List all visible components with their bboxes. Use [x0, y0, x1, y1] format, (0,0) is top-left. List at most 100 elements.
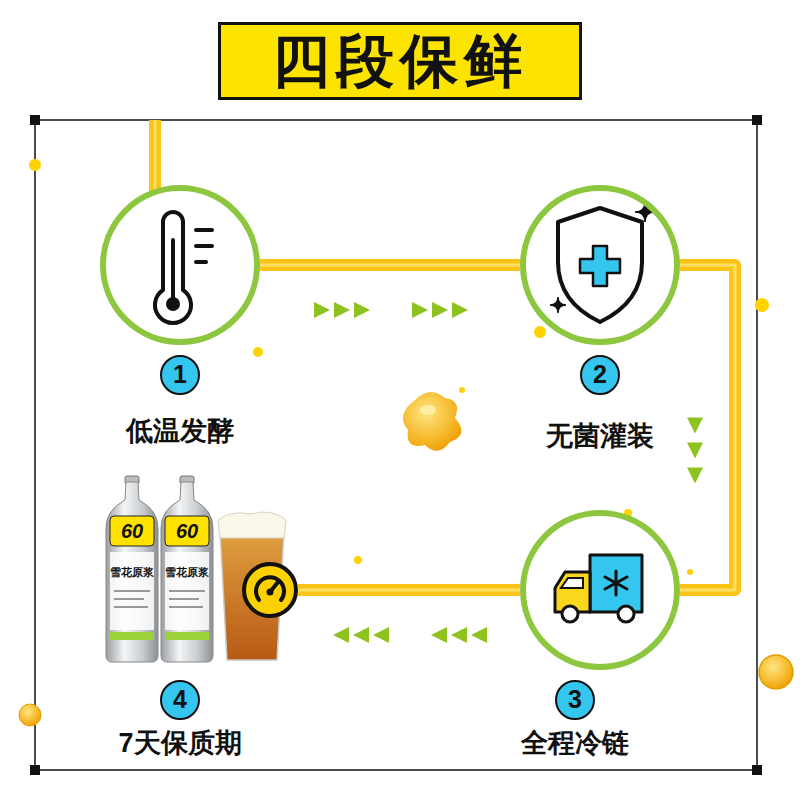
bottle-tag	[165, 516, 209, 546]
direction-chevron	[687, 468, 703, 484]
direction-chevron	[334, 302, 350, 318]
pipe	[680, 265, 735, 590]
step-node: 1 低温发酵	[100, 185, 260, 447]
dot	[253, 347, 263, 357]
direction-chevron	[314, 302, 330, 318]
pipe-highlight	[260, 264, 520, 267]
medical-cross	[580, 246, 620, 286]
frame	[30, 115, 762, 775]
step-ring	[520, 510, 680, 670]
corner-square	[752, 765, 762, 775]
bottle-panel	[165, 552, 209, 630]
direction-chevron	[431, 627, 447, 643]
shield	[558, 208, 642, 322]
step-number: 4	[160, 680, 200, 720]
bottle-print	[169, 590, 205, 592]
pipe-highlight	[680, 265, 735, 590]
step-number: 1	[160, 355, 200, 395]
truck-window	[561, 578, 583, 588]
step-ring	[100, 185, 260, 345]
bottle-body	[161, 482, 213, 662]
step-number: 2	[580, 355, 620, 395]
snowflake	[605, 577, 627, 589]
title-text: 四段保鲜	[272, 28, 528, 93]
bottle-tag	[110, 516, 154, 546]
bottle-print	[114, 590, 150, 592]
wheel	[562, 606, 578, 622]
direction-chevron	[373, 627, 389, 643]
sparkle	[635, 202, 655, 222]
dot	[687, 569, 693, 575]
dot	[354, 556, 362, 564]
malt-blob	[403, 392, 462, 451]
step-label: 7天保质期	[118, 727, 241, 759]
dot	[459, 387, 465, 393]
cold-mark	[196, 228, 212, 232]
truck-icon	[555, 555, 642, 622]
step-node: 3 全程冷链	[520, 510, 680, 762]
bottle-brand-text: 雪花原浆	[165, 566, 209, 579]
cargo-box	[590, 555, 642, 612]
blob	[403, 392, 462, 451]
gauge-hub	[267, 589, 274, 596]
coin	[19, 704, 41, 726]
step-number: 3	[555, 680, 595, 720]
gauge-icon	[244, 564, 296, 616]
bottle-strip	[110, 632, 154, 640]
inlet-pipe	[155, 120, 156, 191]
direction-chevron	[687, 418, 703, 434]
bottle-print	[114, 606, 148, 608]
dot	[755, 298, 769, 312]
cold-mark	[196, 244, 212, 248]
bottle	[161, 476, 213, 662]
mercury	[171, 240, 175, 300]
pipe-connector	[260, 265, 520, 318]
step-label: 低温发酵	[126, 415, 234, 447]
pipe-connector	[680, 265, 735, 590]
thermometer-icon	[155, 212, 212, 323]
bottle-print	[114, 598, 144, 600]
step-ring	[520, 185, 680, 345]
bottle-panel	[110, 552, 154, 630]
dot	[534, 326, 546, 338]
direction-chevron	[471, 627, 487, 643]
corner-square	[30, 765, 40, 775]
direction-chevron	[333, 627, 349, 643]
coin	[759, 655, 793, 689]
corner-square	[30, 115, 40, 125]
pipe	[298, 584, 520, 596]
frame-border	[35, 120, 757, 770]
pipe	[149, 120, 161, 191]
bottle-print	[169, 598, 199, 600]
beer-foam	[218, 512, 286, 538]
title-banner: 四段保鲜	[218, 22, 582, 100]
bottle-print	[169, 606, 203, 608]
direction-chevron	[452, 302, 468, 318]
bottle-body	[106, 482, 158, 662]
decor-dots	[19, 159, 793, 726]
wheel	[618, 606, 634, 622]
direction-chevron	[451, 627, 467, 643]
step-label: 全程冷链	[521, 727, 629, 759]
direction-chevron	[412, 302, 428, 318]
step-node: 2无菌灌装	[520, 185, 680, 447]
blob-highlight	[420, 405, 436, 415]
thermometer	[155, 212, 191, 323]
direction-chevron	[432, 302, 448, 318]
pipe-highlight	[298, 589, 520, 592]
step-label: 无菌灌装	[546, 420, 654, 452]
pipe-highlight	[154, 120, 157, 191]
mercury-bulb	[166, 297, 180, 311]
shield-icon	[550, 202, 655, 322]
bottle-badge-text: 60	[176, 520, 198, 542]
bottle	[106, 476, 158, 662]
bottle-strip	[165, 632, 209, 640]
pipe-connector	[298, 590, 520, 643]
gauge-arc	[256, 577, 284, 600]
pipe	[260, 259, 520, 271]
dot	[29, 159, 41, 171]
gauge-face	[244, 564, 296, 616]
